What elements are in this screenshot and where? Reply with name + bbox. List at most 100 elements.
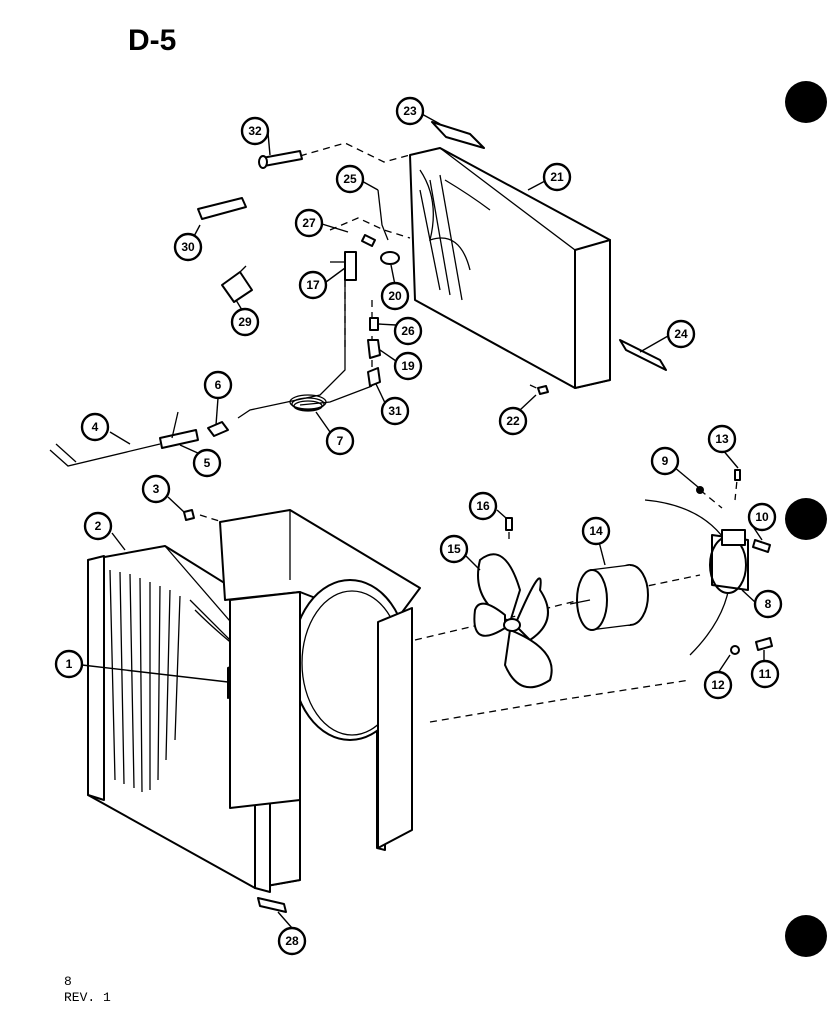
svg-text:21: 21 xyxy=(550,170,564,184)
callout-16: 16 xyxy=(468,491,498,521)
svg-text:20: 20 xyxy=(388,289,402,303)
svg-text:24: 24 xyxy=(674,327,688,341)
callout-23: 23 xyxy=(395,96,425,126)
callout-2: 2 xyxy=(83,511,113,541)
callout-26: 26 xyxy=(393,316,423,346)
assembly-line-lower xyxy=(429,679,691,723)
svg-text:4: 4 xyxy=(92,420,99,434)
callout-28: 28 xyxy=(277,926,307,956)
callout-27: 27 xyxy=(294,208,324,238)
callout-29: 29 xyxy=(230,307,260,337)
strap-28 xyxy=(257,897,287,913)
washer-12 xyxy=(730,645,740,655)
svg-text:22: 22 xyxy=(506,414,520,428)
fan-blade xyxy=(473,553,553,689)
svg-text:1: 1 xyxy=(66,657,73,671)
condenser-coil xyxy=(409,147,611,389)
callout-5: 5 xyxy=(192,448,222,478)
svg-text:17: 17 xyxy=(306,278,320,292)
svg-text:13: 13 xyxy=(715,432,729,446)
capacitor-29 xyxy=(221,271,253,303)
svg-text:23: 23 xyxy=(403,104,417,118)
svg-text:5: 5 xyxy=(204,456,211,470)
screw-22 xyxy=(537,385,549,395)
svg-text:9: 9 xyxy=(662,454,669,468)
revision-label: REV. 1 xyxy=(64,990,111,1005)
registration-dot-bottom xyxy=(785,915,827,957)
fitting-31 xyxy=(367,367,381,387)
nut-9 xyxy=(696,486,704,494)
tube-32 xyxy=(261,150,303,167)
refrigerant-line xyxy=(237,280,346,419)
callout-21: 21 xyxy=(542,162,572,192)
svg-text:25: 25 xyxy=(343,172,357,186)
callout-32: 32 xyxy=(240,116,270,146)
callout-3: 3 xyxy=(141,474,171,504)
svg-text:8: 8 xyxy=(765,597,772,611)
assembly-line-32 xyxy=(299,142,411,163)
tube-4 xyxy=(49,443,161,467)
svg-text:2: 2 xyxy=(95,519,102,533)
screw-3 xyxy=(183,509,195,521)
callout-22: 22 xyxy=(498,406,528,436)
callout-30: 30 xyxy=(173,232,203,262)
assembly-line-27 xyxy=(329,217,411,239)
valve-5 xyxy=(159,429,199,449)
svg-text:6: 6 xyxy=(215,378,222,392)
fitting-27 xyxy=(361,234,376,247)
page-number: 8 xyxy=(64,974,72,989)
tube-25 xyxy=(377,189,389,241)
svg-text:10: 10 xyxy=(755,510,769,524)
svg-text:12: 12 xyxy=(711,678,725,692)
bolt-10 xyxy=(752,539,771,553)
callout-10: 10 xyxy=(747,502,777,532)
tube-30 xyxy=(197,197,247,220)
callout-13: 13 xyxy=(707,424,737,454)
svg-text:7: 7 xyxy=(337,434,344,448)
callout-11: 11 xyxy=(750,659,780,689)
registration-dot-middle xyxy=(785,498,827,540)
svg-text:16: 16 xyxy=(476,499,490,513)
svg-text:29: 29 xyxy=(238,315,252,329)
svg-text:32: 32 xyxy=(248,124,262,138)
callout-14: 14 xyxy=(581,516,611,546)
svg-text:30: 30 xyxy=(181,240,195,254)
registration-dot-top xyxy=(785,81,827,123)
callout-6: 6 xyxy=(203,370,233,400)
svg-text:26: 26 xyxy=(401,324,415,338)
fan-shroud xyxy=(219,509,421,851)
side-bracket xyxy=(619,339,667,371)
fitting-6 xyxy=(207,421,229,437)
callout-8: 8 xyxy=(753,589,783,619)
callout-15: 15 xyxy=(439,534,469,564)
callout-17: 17 xyxy=(298,270,328,300)
valve-17 xyxy=(344,251,357,281)
fitting-26 xyxy=(369,317,379,331)
svg-text:28: 28 xyxy=(285,934,299,948)
callout-20: 20 xyxy=(380,281,410,311)
svg-text:27: 27 xyxy=(302,216,316,230)
callout-19: 19 xyxy=(393,351,423,381)
top-bracket xyxy=(431,121,485,149)
svg-text:11: 11 xyxy=(759,667,772,681)
screw-13 xyxy=(734,469,741,481)
clip-20 xyxy=(380,251,400,265)
svg-text:15: 15 xyxy=(447,542,461,556)
assembly-line-9 xyxy=(699,489,723,509)
svg-text:19: 19 xyxy=(401,359,415,373)
svg-text:3: 3 xyxy=(153,482,160,496)
callout-24: 24 xyxy=(666,319,696,349)
callout-7: 7 xyxy=(325,426,355,456)
page-title: D-5 xyxy=(128,24,177,57)
callout-1: 1 xyxy=(54,649,84,679)
fan-motor xyxy=(569,564,649,632)
bolt-11 xyxy=(755,637,773,651)
set-screw-16 xyxy=(505,517,513,531)
callout-9: 9 xyxy=(650,446,680,476)
callout-25: 25 xyxy=(335,164,365,194)
motor-mount xyxy=(644,499,749,656)
assembly-line-shaft xyxy=(414,574,701,641)
capillary-coil xyxy=(289,394,327,412)
strainer-19 xyxy=(367,339,381,359)
